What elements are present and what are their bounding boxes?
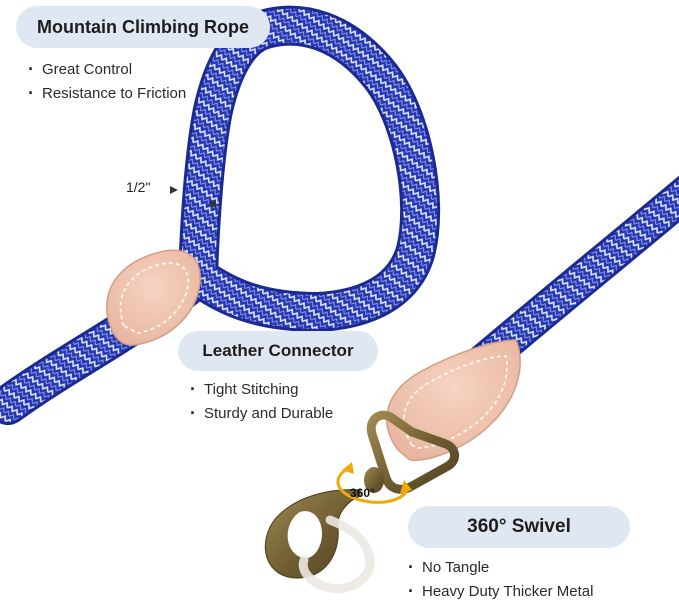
bullet-no-tangle: No Tangle [408, 555, 593, 579]
leather-connector-loop [105, 249, 201, 346]
swivel-snap-hook [264, 410, 459, 594]
rope-diameter-label: 1/2" [126, 179, 151, 195]
bullet-friction-resistance: Resistance to Friction [28, 81, 186, 105]
feature-title-climbing-rope: Mountain Climbing Rope [16, 6, 270, 48]
swivel-degree-badge: 360° [350, 486, 375, 500]
bullet-sturdy-durable: Sturdy and Durable [190, 401, 333, 425]
leather-connector-swivel [386, 339, 521, 461]
rotation-arrow-icon [336, 462, 412, 504]
bullet-heavy-duty-metal: Heavy Duty Thicker Metal [408, 579, 593, 603]
dimension-markers [170, 186, 216, 208]
bullet-tight-stitching: Tight Stitching [190, 377, 333, 401]
bullet-great-control: Great Control [28, 57, 186, 81]
feature-bullets-swivel: No Tangle Heavy Duty Thicker Metal [408, 555, 593, 603]
feature-title-leather-connector: Leather Connector [178, 331, 378, 371]
feature-title-swivel: 360° Swivel [408, 506, 630, 548]
feature-bullets-climbing-rope: Great Control Resistance to Friction [28, 57, 186, 105]
feature-bullets-leather-connector: Tight Stitching Sturdy and Durable [190, 377, 333, 425]
